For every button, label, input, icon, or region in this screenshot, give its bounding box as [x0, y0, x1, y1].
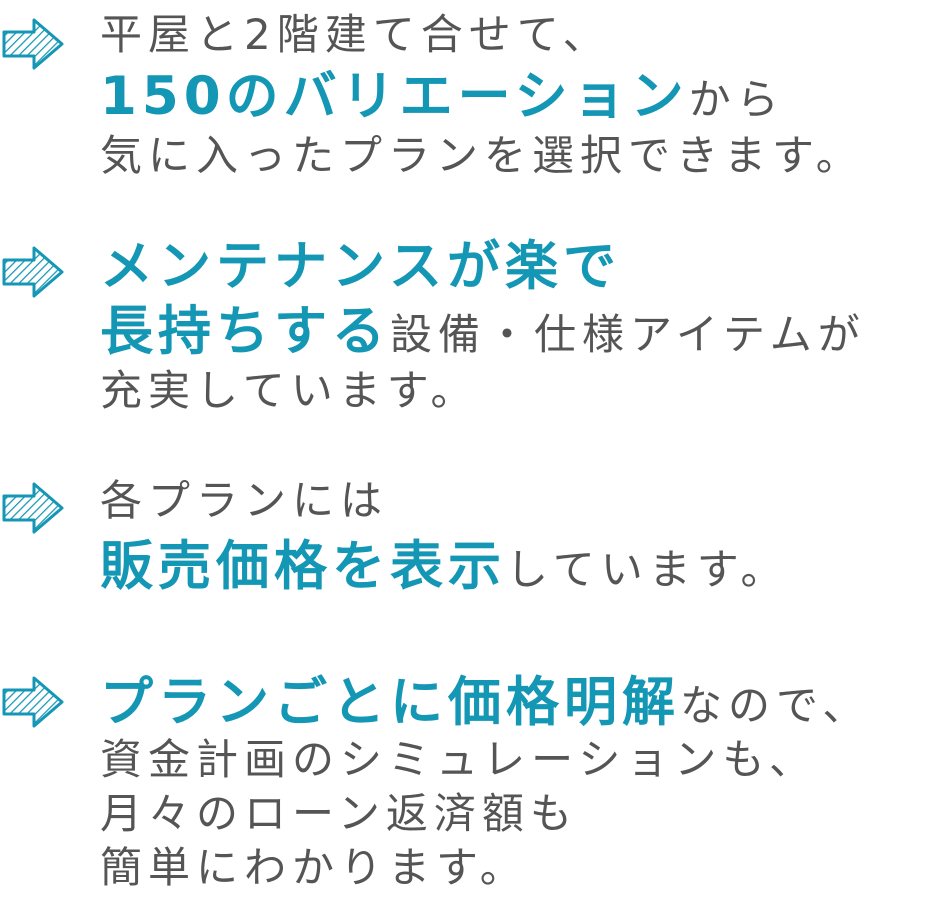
- feature-1-highlight: 150のバリエーション: [100, 66, 689, 127]
- feature-2-line-3: 充実しています。: [100, 366, 479, 415]
- feature-text-1: 平屋と2階建て合せて、 150のバリエーションから 気に入ったプランを選択できま…: [100, 6, 864, 177]
- feature-3-line-1: 各プランには: [100, 476, 389, 525]
- feature-2-highlight-1: メンテナンスが楽で: [100, 236, 621, 297]
- feature-4-highlight: プランごとに価格明解: [100, 672, 680, 733]
- feature-4-line-4: 簡単にわかります。: [100, 843, 528, 892]
- hatched-arrow-icon: [2, 246, 64, 298]
- feature-4-line-1-tail: なので、: [680, 681, 871, 730]
- feature-2-line-2-tail: 設備・仕様アイテムが: [390, 310, 866, 359]
- feature-2-highlight-2: 長持ちする: [100, 301, 390, 362]
- hatched-arrow-icon: [2, 18, 64, 70]
- feature-1-line-1: 平屋と2階建て合せて、: [100, 10, 611, 59]
- feature-4-line-3: 月々のローン返済額も: [100, 789, 578, 838]
- hatched-arrow-icon: [2, 482, 64, 534]
- feature-text-3: 各プランには 販売価格を表示しています。: [100, 474, 789, 594]
- feature-text-2: メンテナンスが楽で 長持ちする設備・仕様アイテムが 充実しています。: [100, 236, 866, 412]
- feature-1-line-3: 気に入ったプランを選択できます。: [100, 131, 864, 180]
- hatched-arrow-icon: [2, 676, 64, 728]
- feature-4-line-2: 資金計画のシミュレーションも、: [100, 735, 818, 784]
- feature-3-line-2-tail: しています。: [506, 545, 789, 594]
- feature-3-highlight: 販売価格を表示: [100, 536, 506, 597]
- feature-text-4: プランごとに価格明解なので、 資金計画のシミュレーションも、 月々のローン返済額…: [100, 660, 870, 889]
- feature-1-line-2-tail: から: [688, 75, 785, 124]
